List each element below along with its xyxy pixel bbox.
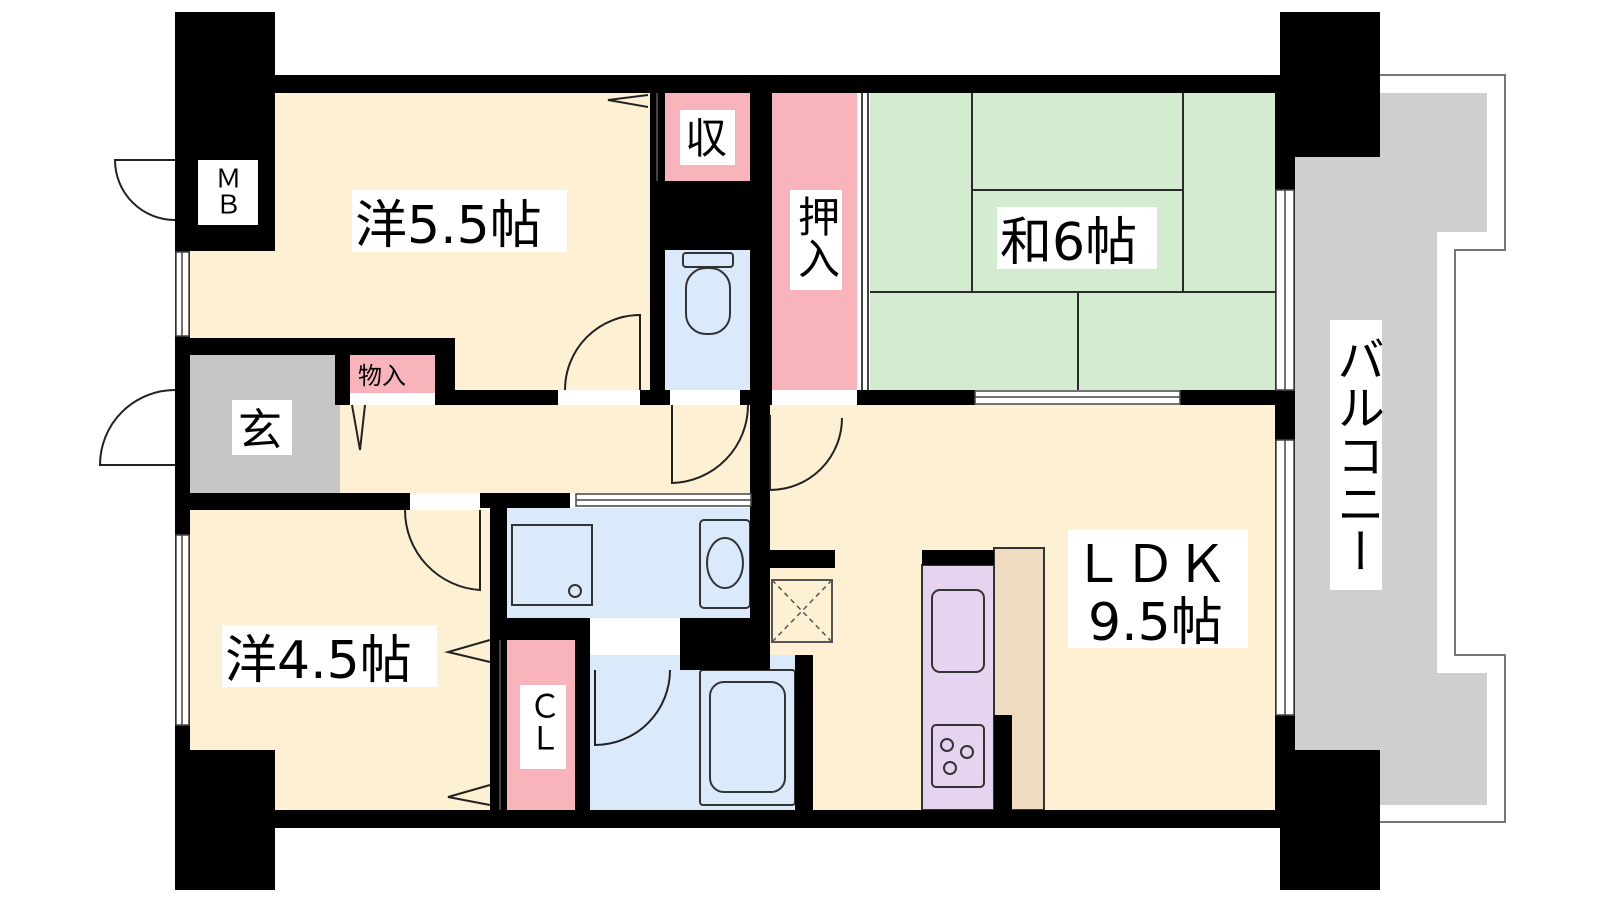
washbasin-bowl (706, 537, 744, 589)
stove (931, 724, 985, 788)
label-bg (232, 400, 292, 455)
wall-western-b-right (490, 493, 507, 810)
fixtures (511, 252, 796, 806)
label-bg (790, 190, 842, 290)
wall-western-a-bottom2 (438, 390, 558, 405)
toilet-tank (682, 252, 734, 268)
entrance-label: 玄 (238, 405, 282, 456)
wall-toilet-bottom (640, 390, 670, 405)
balcony-label: バルコニー (1328, 335, 1384, 575)
label-bg (680, 110, 735, 165)
door-western-a[interactable] (564, 313, 641, 391)
wall-western-a-bottom (175, 338, 455, 355)
mb-label: ＭＢ (211, 165, 241, 217)
balcony: バルコニー (1284, 74, 1506, 823)
toilet-bowl (685, 267, 731, 335)
walls (175, 12, 1380, 890)
burner-icon (943, 761, 957, 775)
door-entrance[interactable] (98, 389, 176, 466)
wall-entrance-right (335, 355, 350, 405)
wall-wash-bottom (490, 618, 590, 640)
oshiire-label: 押入 (792, 195, 841, 279)
doors (98, 94, 843, 806)
ldk-size-label: 9.5帖 (1088, 593, 1223, 653)
wall-ldk-left (750, 405, 770, 645)
wall-shu-bottom (650, 181, 750, 250)
wall-ldk-stub (770, 550, 835, 568)
western-room-a-label: 洋5.5帖 (355, 196, 542, 256)
wall-toilet-bottom2 (740, 390, 770, 405)
wall-oshiire-left (750, 93, 772, 405)
shu-label: 収 (685, 114, 727, 163)
western-room-b-label: 洋4.5帖 (225, 631, 412, 691)
wall-hall-bottom (175, 493, 410, 510)
door-monoire[interactable] (351, 404, 366, 451)
door-western-b[interactable] (403, 509, 481, 592)
drain-icon (568, 584, 582, 598)
wall-kitchen-stub (994, 715, 1012, 810)
door-shu[interactable] (607, 94, 649, 108)
wall-monoire-right (435, 338, 455, 405)
monoire-label: 物入 (358, 362, 406, 390)
balcony-label-bg (1330, 320, 1382, 590)
sliding-doors (499, 93, 869, 810)
corner-column (1280, 750, 1380, 890)
cl-label: ＣＬ (524, 690, 562, 754)
label-bg (520, 685, 566, 769)
door-bathroom[interactable] (594, 669, 671, 747)
label-bg (1068, 530, 1248, 648)
outer-wall-bottom (175, 810, 1295, 828)
wall-closet-bath (575, 618, 590, 810)
balcony-floor (1295, 93, 1487, 805)
door-mb[interactable] (113, 159, 176, 221)
outer-wall-top (175, 75, 1295, 93)
label-bg (997, 207, 1157, 269)
door-cl[interactable] (447, 784, 491, 806)
door-toilet[interactable] (671, 404, 749, 485)
windows (175, 189, 1295, 726)
label-bg (222, 625, 437, 687)
corner-column (175, 12, 275, 93)
room-labels: 洋5.5帖 和6帖 洋4.5帖 ＬＤＫ 9.5帖 玄 収 押入 物入 ＭＢ ＣＬ (198, 110, 1248, 769)
burner-icon (940, 738, 954, 752)
wall-japanese-bottom (857, 390, 975, 405)
wall-bath-right (795, 655, 813, 810)
tatami-mats (870, 93, 1275, 390)
burner-icon (960, 745, 974, 759)
wall-japanese-bottom2 (1180, 390, 1275, 405)
label-bg (352, 190, 567, 252)
kitchen-sink (931, 589, 985, 673)
corner-column (1280, 12, 1380, 157)
door-cl[interactable] (444, 639, 491, 663)
corner-column (175, 750, 275, 890)
refrigerator-space (771, 579, 833, 643)
door-ldk[interactable] (769, 415, 843, 492)
wall-kitchen-top (922, 550, 994, 565)
label-bg (198, 160, 258, 225)
hallway-floor (340, 405, 760, 493)
bathtub-inner (709, 681, 786, 793)
japanese-room-label: 和6帖 (1000, 213, 1137, 273)
ldk-label: ＬＤＫ (1072, 535, 1228, 595)
monoire-storage (350, 355, 435, 393)
